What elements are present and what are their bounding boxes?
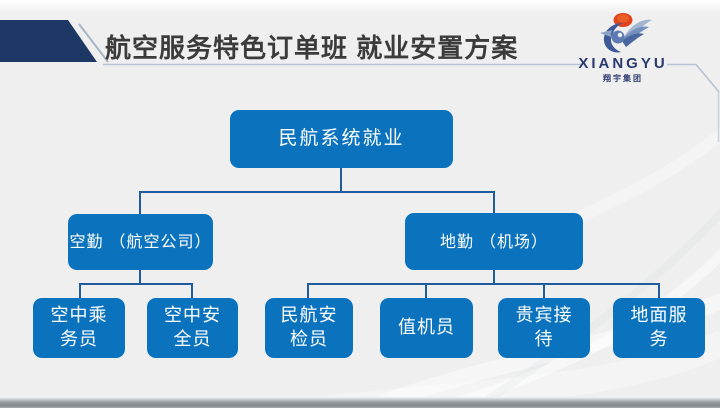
logo-company-name: 翔宇集团 — [603, 74, 643, 83]
slide-title: 航空服务特色订单班 就业安置方案 — [105, 33, 519, 63]
org-node-root: 民航系统就业 — [230, 110, 453, 168]
title-banner-shape — [0, 20, 97, 62]
title-banner-slash — [78, 23, 109, 63]
logo-wordmark: XIANGYU — [578, 55, 668, 72]
connector-root-to-level2 — [139, 168, 495, 214]
org-node-vip-reception: 贵宾接 待 — [498, 298, 590, 358]
org-node-security-inspector: 民航安 检员 — [265, 298, 353, 358]
header-rule-diagonal — [695, 63, 720, 93]
org-node-flight-crew: 空勤 （航空公司） — [68, 214, 213, 270]
org-node-ground-crew: 地勤 （机场） — [405, 213, 583, 270]
slide-bottom-edge — [0, 397, 720, 408]
org-node-flight-attendant: 空中乘 务员 — [33, 298, 125, 358]
xiangyu-bird-icon — [600, 13, 652, 53]
org-node-air-security: 空中安 全员 — [147, 298, 238, 358]
org-node-ground-service: 地面服 务 — [613, 298, 705, 358]
connector-right-branch — [307, 270, 660, 298]
org-node-checkin-agent: 值机员 — [380, 298, 473, 358]
connector-left-branch — [79, 270, 193, 298]
